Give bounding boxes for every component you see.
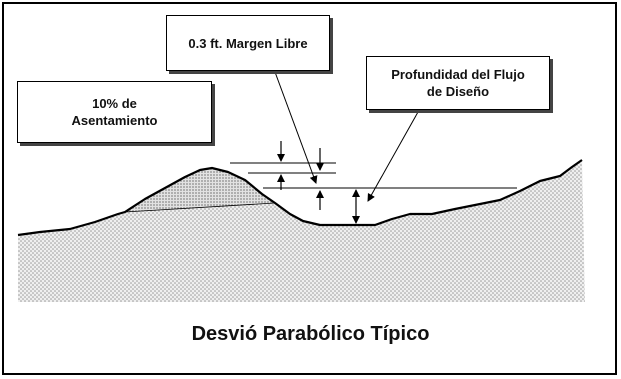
ground-profile [18, 160, 585, 302]
diagram-caption: Desvió Parabólico Típico [191, 323, 430, 345]
berm-fill [125, 168, 275, 212]
settlement-label-line1: 10% de [92, 96, 137, 111]
freeboard-callout: 0.3 ft. Margen Libre [166, 15, 330, 71]
freeboard-leader [274, 71, 318, 184]
settlement-label-line2: Asentamiento [71, 113, 158, 128]
depth-leader [367, 111, 419, 202]
flow-depth-callout: Profundidad del Flujo de Diseño [366, 56, 550, 110]
original-ground-line [124, 202, 276, 213]
flow-depth-label-line2: de Diseño [426, 84, 490, 99]
settlement-callout: 10% de Asentamiento [17, 81, 212, 143]
flow-depth-label-line1: Profundidad del Flujo [391, 67, 525, 82]
ground-outline [17, 159, 583, 237]
freeboard-label: 0.3 ft. Margen Libre [188, 35, 308, 51]
